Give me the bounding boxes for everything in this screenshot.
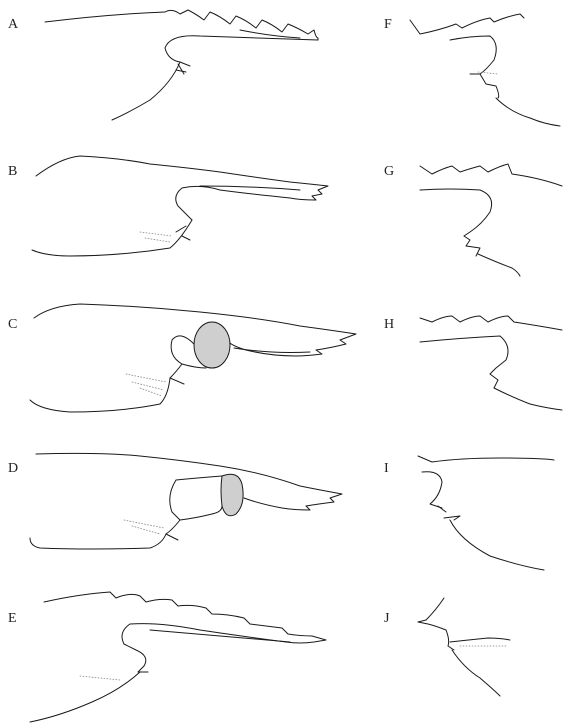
drawing-b <box>32 156 328 256</box>
drawing-a <box>45 10 318 120</box>
shaded-lobe-c <box>194 322 230 368</box>
drawing-f <box>410 14 560 126</box>
drawing-c <box>30 304 356 412</box>
drawing-d <box>30 453 342 549</box>
drawing-e <box>30 592 326 722</box>
drawing-h <box>420 316 562 410</box>
drawing-g <box>420 164 562 276</box>
shaded-lobe-d <box>221 474 243 516</box>
drawing-i <box>418 456 554 570</box>
drawing-j <box>418 598 510 696</box>
